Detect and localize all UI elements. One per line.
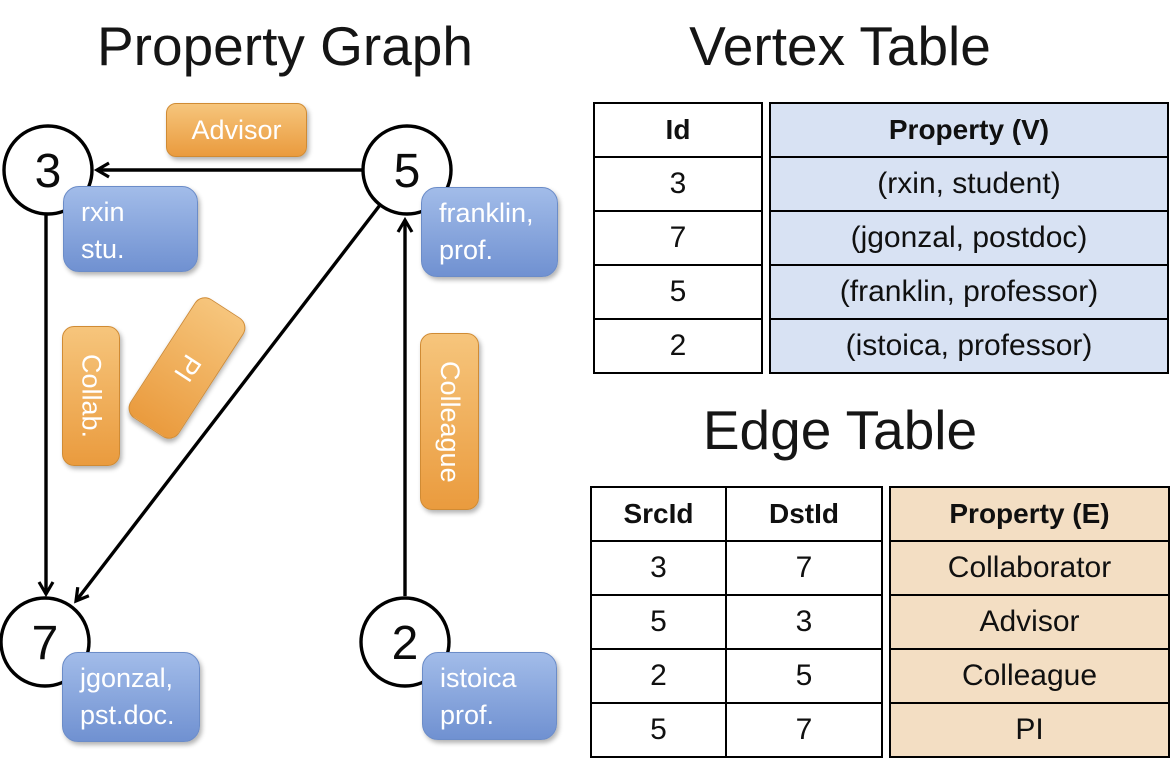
edge-label-pi-text: PI — [167, 349, 207, 388]
edge-label-advisor: Advisor — [166, 103, 307, 157]
vertex-property-label-7: jgonzal, pst.doc. — [62, 652, 200, 742]
edge-dstid-cell: 3 — [725, 596, 881, 648]
node-id-2: 2 — [392, 617, 419, 670]
property-graph-title: Property Graph — [96, 15, 473, 77]
vertex-property-line: istoica — [440, 663, 517, 693]
edge-srcid-cell: 2 — [650, 659, 667, 692]
edge-table-title: Edge Table — [702, 399, 978, 461]
vertex-property-cell: (istoica, professor) — [771, 320, 1167, 372]
edge-label-collab-text: Collab. — [76, 353, 107, 439]
edge-srcid-cell: 5 — [650, 605, 667, 638]
edge-label-advisor-text: Advisor — [191, 114, 282, 145]
edge-property-cell: PI — [891, 704, 1168, 756]
vertex-property-label-5: franklin, prof. — [421, 187, 558, 277]
edge-table-property-column: Property (E) Collaborator Advisor Collea… — [889, 486, 1170, 758]
vertex-table-id-column: Id 3 7 5 2 — [593, 102, 763, 374]
edge-srcid-cell: 5 — [650, 713, 667, 746]
edge-table: SrcId DstId 3 7 5 3 2 5 5 7 Property (E)… — [590, 486, 1170, 758]
node-id-5: 5 — [394, 145, 421, 198]
vertex-property-line: franklin, — [439, 198, 534, 228]
vertex-id-cell: 5 — [669, 275, 687, 308]
edge-dstid-cell: 5 — [725, 650, 881, 702]
vertex-id-cell: 7 — [669, 221, 687, 254]
vertex-table-title: Vertex Table — [689, 15, 991, 77]
edge-table-header-dstid: DstId — [725, 488, 881, 540]
edge-table-id-columns: SrcId DstId 3 7 5 3 2 5 5 7 — [590, 486, 883, 758]
edge-table-header-property: Property (E) — [891, 488, 1168, 540]
vertex-property-line: jgonzal, — [80, 663, 174, 693]
edge-property-cell: Collaborator — [891, 542, 1168, 594]
node-id-3: 3 — [35, 145, 62, 198]
vertex-id-cell: 3 — [669, 167, 687, 200]
vertex-property-cell: (jgonzal, postdoc) — [771, 212, 1167, 264]
edge-dstid-cell: 7 — [725, 704, 881, 756]
edge-label-collab: Collab. — [62, 326, 120, 466]
vertex-id-cell: 2 — [669, 329, 687, 362]
vertex-property-cell: (rxin, student) — [771, 158, 1167, 210]
edge-dstid-cell: 7 — [725, 542, 881, 594]
edge-table-header-srcid: SrcId — [623, 498, 694, 529]
edge-label-colleague-text: Colleague — [435, 360, 465, 483]
vertex-property-line: pst.doc. — [80, 700, 175, 730]
vertex-table-header-id: Id — [665, 114, 691, 145]
vertex-property-line: stu. — [81, 234, 125, 264]
vertex-property-line: prof. — [439, 235, 494, 265]
vertex-property-cell: (franklin, professor) — [771, 266, 1167, 318]
vertex-table: Id 3 7 5 2 Property (V) (rxin, student) … — [593, 102, 1169, 374]
vertex-table-property-column: Property (V) (rxin, student) (jgonzal, p… — [769, 102, 1169, 374]
edge-property-cell: Colleague — [891, 650, 1168, 702]
vertex-table-header-property: Property (V) — [771, 104, 1167, 156]
node-id-7: 7 — [32, 617, 59, 670]
graph-node-ids: 3 5 7 2 — [32, 145, 421, 670]
edge-srcid-cell: 3 — [650, 551, 667, 584]
vertex-property-line: rxin — [81, 197, 125, 227]
edge-label-colleague: Colleague — [420, 333, 479, 510]
edge-5-to-7 — [74, 203, 382, 604]
vertex-property-label-2: istoica prof. — [422, 652, 557, 740]
graph-edges — [37, 161, 414, 604]
vertex-property-label-3: rxin stu. — [63, 186, 198, 272]
vertex-property-line: prof. — [440, 700, 495, 730]
edge-property-cell: Advisor — [891, 596, 1168, 648]
